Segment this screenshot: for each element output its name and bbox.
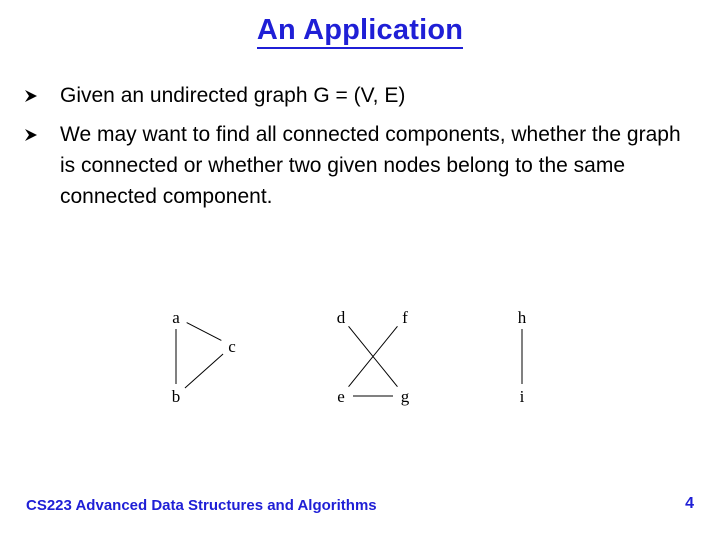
node-b: b — [172, 387, 181, 406]
bullet-list: Given an undirected graph G = (V, E) We … — [24, 80, 694, 220]
bullet-text: Given an undirected graph G = (V, E) — [60, 84, 406, 107]
arrow-bullet-icon — [25, 90, 37, 102]
node-i: i — [520, 387, 525, 406]
bullet-item: We may want to find all connected compon… — [24, 119, 694, 212]
graph-edges — [175, 322, 523, 397]
slide-title: An Application — [0, 14, 720, 49]
footer-text: CS223 Advanced Data Structures and Algor… — [26, 497, 377, 514]
edge-a-c — [186, 322, 222, 341]
slide-title-text: An Application — [256, 14, 464, 49]
bullet-text: We may want to find all connected compon… — [60, 123, 681, 208]
arrow-bullet-icon — [25, 129, 37, 141]
node-h: h — [518, 308, 527, 327]
bullet-item: Given an undirected graph G = (V, E) — [24, 80, 694, 111]
node-f: f — [402, 308, 408, 327]
footer-divider — [22, 488, 698, 489]
page-number: 4 — [685, 495, 694, 512]
node-c: c — [228, 337, 236, 356]
node-d: d — [337, 308, 346, 327]
node-a: a — [172, 308, 180, 327]
edge-e-f — [348, 326, 398, 387]
node-g: g — [401, 387, 410, 406]
node-e: e — [337, 387, 345, 406]
edge-b-c — [184, 353, 224, 389]
graph-nodes: a b c d e f g h i — [172, 308, 527, 406]
